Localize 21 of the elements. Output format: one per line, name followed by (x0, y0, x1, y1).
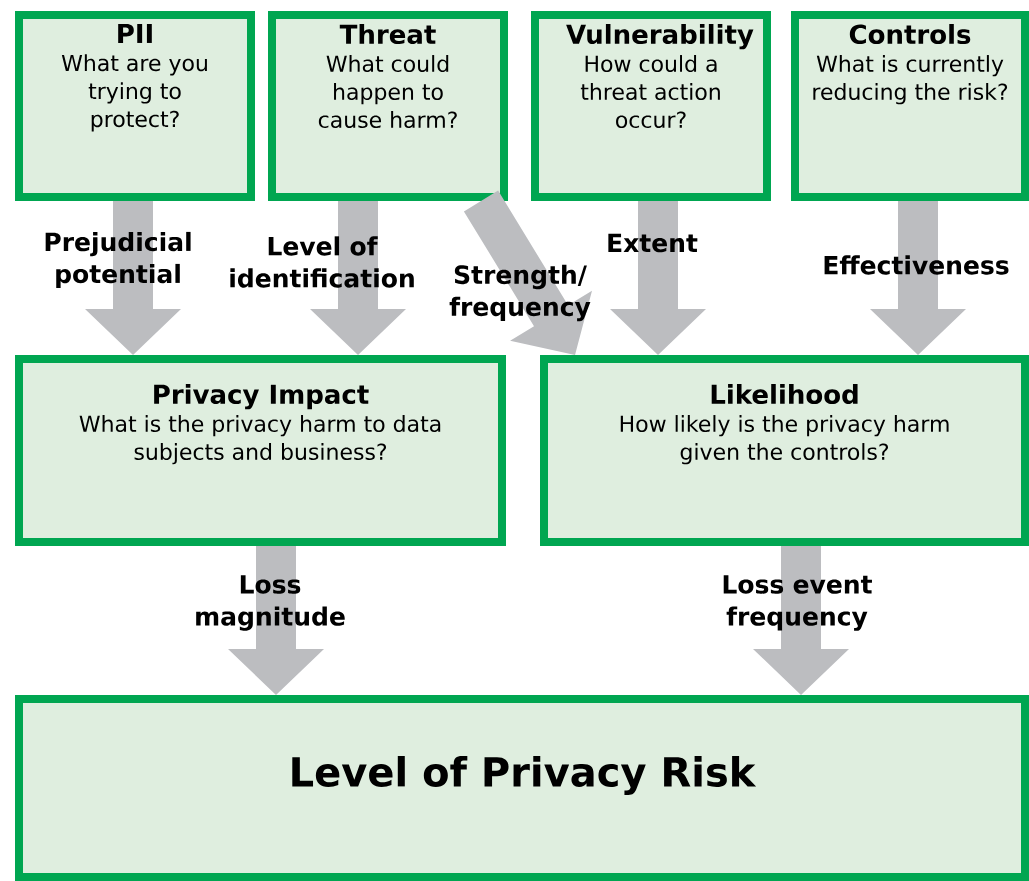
arrow (610, 201, 706, 355)
box: PII What are you trying to protect? (15, 11, 255, 201)
edge-label: Strength/ frequency (449, 264, 591, 322)
box: Vulnerability How could a threat action occur? (531, 11, 771, 201)
arrow (463, 190, 592, 355)
arrow (870, 201, 966, 355)
edge-label: Loss event frequency (723, 575, 872, 631)
box: Level of Privacy Risk (15, 695, 1029, 881)
box: Threat What could happen to cause harm? (268, 11, 508, 201)
box: Controls What is currently reducing the risk? (791, 11, 1029, 201)
edge-label: Level of identification (230, 236, 414, 288)
arrow (85, 201, 181, 355)
box: Likelihood How likely is the privacy harm given the controls? (540, 355, 1029, 546)
arrow (228, 546, 324, 695)
arrow (753, 546, 849, 695)
box: Privacy Impact What is the privacy harm to data subjects and business? (15, 355, 506, 546)
edge-label: Prejudicial potential (45, 231, 191, 289)
edge-label: Loss magnitude (196, 575, 345, 631)
arrow (310, 201, 406, 355)
edge-label: Effectiveness (824, 255, 1009, 275)
edge-label: Extent (608, 233, 698, 253)
